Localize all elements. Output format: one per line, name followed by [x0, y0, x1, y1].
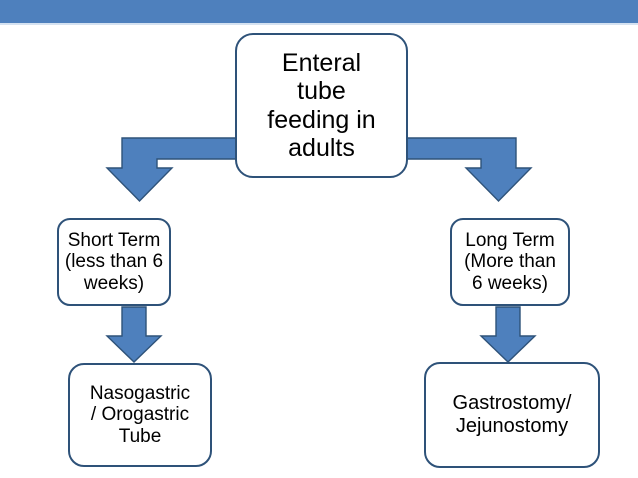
banner-underline: [0, 23, 638, 25]
connector-short-term-to-nasogastric: [105, 306, 163, 363]
flow-node-nasogastric[interactable]: Nasogastric / Orogastric Tube: [68, 363, 212, 467]
connector-root-to-short-term: [105, 137, 240, 202]
flow-node-long-term-label: Long Term (More than 6 weeks): [464, 229, 556, 294]
flow-node-long-term[interactable]: Long Term (More than 6 weeks): [450, 218, 570, 306]
flow-node-short-term-label: Short Term (less than 6 weeks): [64, 229, 164, 294]
flow-node-short-term[interactable]: Short Term (less than 6 weeks): [57, 218, 171, 306]
flow-node-root[interactable]: Enteral tube feeding in adults: [235, 33, 408, 178]
flow-node-gastrostomy[interactable]: Gastrostomy/ Jejunostomy: [424, 362, 600, 468]
connector-long-term-to-gastrostomy: [479, 306, 537, 363]
top-banner: [0, 0, 638, 23]
flow-node-gastrostomy-label: Gastrostomy/ Jejunostomy: [452, 392, 572, 437]
flow-node-root-label: Enteral tube feeding in adults: [267, 49, 376, 162]
flow-node-nasogastric-label: Nasogastric / Orogastric Tube: [89, 382, 191, 447]
connector-root-to-long-term: [398, 137, 533, 202]
